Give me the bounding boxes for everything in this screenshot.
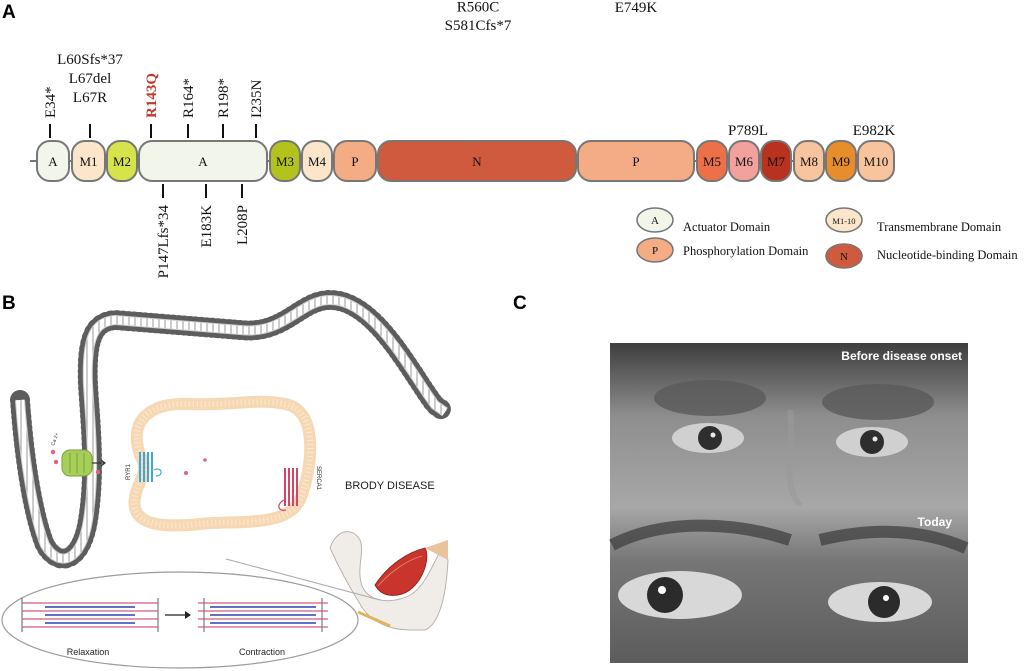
domain-label: M10 bbox=[864, 154, 889, 169]
legend-swatch bbox=[636, 207, 674, 233]
domain-box-m2 bbox=[106, 140, 138, 182]
legend-key: P bbox=[652, 245, 658, 257]
disease-title: BRODY DISEASE bbox=[345, 480, 435, 492]
domain-label: A bbox=[48, 154, 58, 169]
mutation-label: R143Q bbox=[144, 73, 160, 118]
legend-label: Nucleotide-binding Domain bbox=[877, 248, 1018, 262]
sarcomere-relaxed bbox=[21, 598, 159, 632]
domain-box-a bbox=[36, 140, 70, 182]
domain-label: M4 bbox=[308, 154, 327, 169]
arm-muscle-illustration bbox=[329, 531, 449, 631]
panel-b-label: B bbox=[2, 293, 16, 314]
mutation-label: P789L bbox=[728, 123, 768, 139]
contraction-label: Contraction bbox=[239, 647, 285, 657]
domain-label: M9 bbox=[832, 154, 850, 169]
domain-label: P bbox=[351, 154, 358, 169]
sarcomere-inset: Relaxation Contraction bbox=[1, 558, 381, 669]
domain-label: M8 bbox=[800, 154, 818, 169]
domain-box-m9 bbox=[825, 140, 857, 182]
sarcolemma-membrane bbox=[10, 289, 455, 569]
domain-legend: A Actuator Domain M1-10 Transmembrane Domai… bbox=[636, 207, 1018, 269]
domain-box-m6 bbox=[728, 140, 760, 182]
mutation-label: L208P bbox=[235, 205, 251, 245]
domain-box-m3 bbox=[269, 140, 301, 182]
mutation-label: I235N bbox=[249, 80, 265, 118]
legend-key: A bbox=[651, 215, 659, 227]
photo-today: Today bbox=[609, 506, 969, 663]
serca1-pump: SERCA1 bbox=[278, 466, 321, 511]
domain-box-m7 bbox=[760, 140, 792, 182]
domain-label: M3 bbox=[276, 154, 294, 169]
legend-swatch bbox=[825, 207, 863, 233]
panel-c-label: C bbox=[513, 293, 527, 314]
ryr1-channel: RYR1 bbox=[126, 452, 162, 482]
domain-box-n bbox=[377, 140, 577, 182]
mutation-label: R164* bbox=[181, 78, 197, 118]
mutation-label: R560C bbox=[457, 0, 500, 15]
domain-box-a bbox=[138, 140, 268, 182]
calcium-ion-label: Ca 2+ bbox=[50, 432, 60, 447]
sarcoplasmic-reticulum bbox=[128, 395, 317, 532]
domain-label: M2 bbox=[113, 154, 131, 169]
legend-label: Phosphorylation Domain bbox=[683, 244, 809, 258]
before-onset-caption: Before disease onset bbox=[841, 349, 962, 363]
relaxation-label: Relaxation bbox=[67, 647, 110, 657]
domain-box-p bbox=[577, 140, 695, 182]
domain-label: M7 bbox=[767, 154, 786, 169]
mutation-label: E749K bbox=[615, 0, 658, 16]
mutation-label: E34* bbox=[43, 86, 59, 118]
protein-domain-bar: A M1 M2 A M3 M4 P N P M5 M6 M7 M8 M9 M10 bbox=[30, 140, 895, 182]
domain-label: A bbox=[198, 154, 208, 169]
domain-label: M1 bbox=[79, 154, 97, 169]
domain-label: P bbox=[632, 154, 639, 169]
mutation-label: P147Lfs*34 bbox=[156, 205, 172, 279]
mutation-label: E982K bbox=[853, 123, 896, 139]
mutation-label: L60Sfs*37 bbox=[57, 52, 123, 68]
domain-label: M5 bbox=[703, 154, 721, 169]
legend-swatch bbox=[636, 237, 674, 263]
mutation-labels-below: P147Lfs*34 E183K L208P bbox=[156, 184, 251, 278]
mutation-label: R198* bbox=[216, 78, 232, 118]
photo-before-onset: Before disease onset bbox=[610, 343, 968, 508]
today-caption: Today bbox=[918, 515, 953, 529]
domain-label: M6 bbox=[735, 154, 754, 169]
panel-a-label: A bbox=[2, 2, 16, 23]
legend-label: Transmembrane Domain bbox=[877, 220, 1002, 234]
domain-box-p bbox=[333, 140, 377, 182]
mutation-label: S581Cfs*7 bbox=[445, 18, 512, 34]
domain-box-m8 bbox=[793, 140, 825, 182]
legend-key: M1-10 bbox=[832, 216, 855, 226]
domain-box-m5 bbox=[696, 140, 728, 182]
domain-box-m1 bbox=[71, 140, 106, 182]
domain-label: N bbox=[472, 154, 482, 169]
domain-box-m4 bbox=[301, 140, 333, 182]
domain-box-m10 bbox=[857, 140, 895, 182]
sarcomere-contracted bbox=[198, 598, 328, 632]
legend-key: N bbox=[840, 251, 848, 263]
mutation-label: L67R bbox=[73, 90, 107, 106]
ryr1-label: RYR1 bbox=[126, 463, 132, 480]
legend-swatch bbox=[825, 243, 863, 269]
mutation-label: L67del bbox=[69, 71, 112, 87]
legend-label: Actuator Domain bbox=[683, 220, 771, 234]
mutation-label: E183K bbox=[199, 205, 215, 248]
serca1-label: SERCA1 bbox=[315, 466, 321, 491]
calcium-channel: Ca 2+ bbox=[50, 432, 106, 477]
